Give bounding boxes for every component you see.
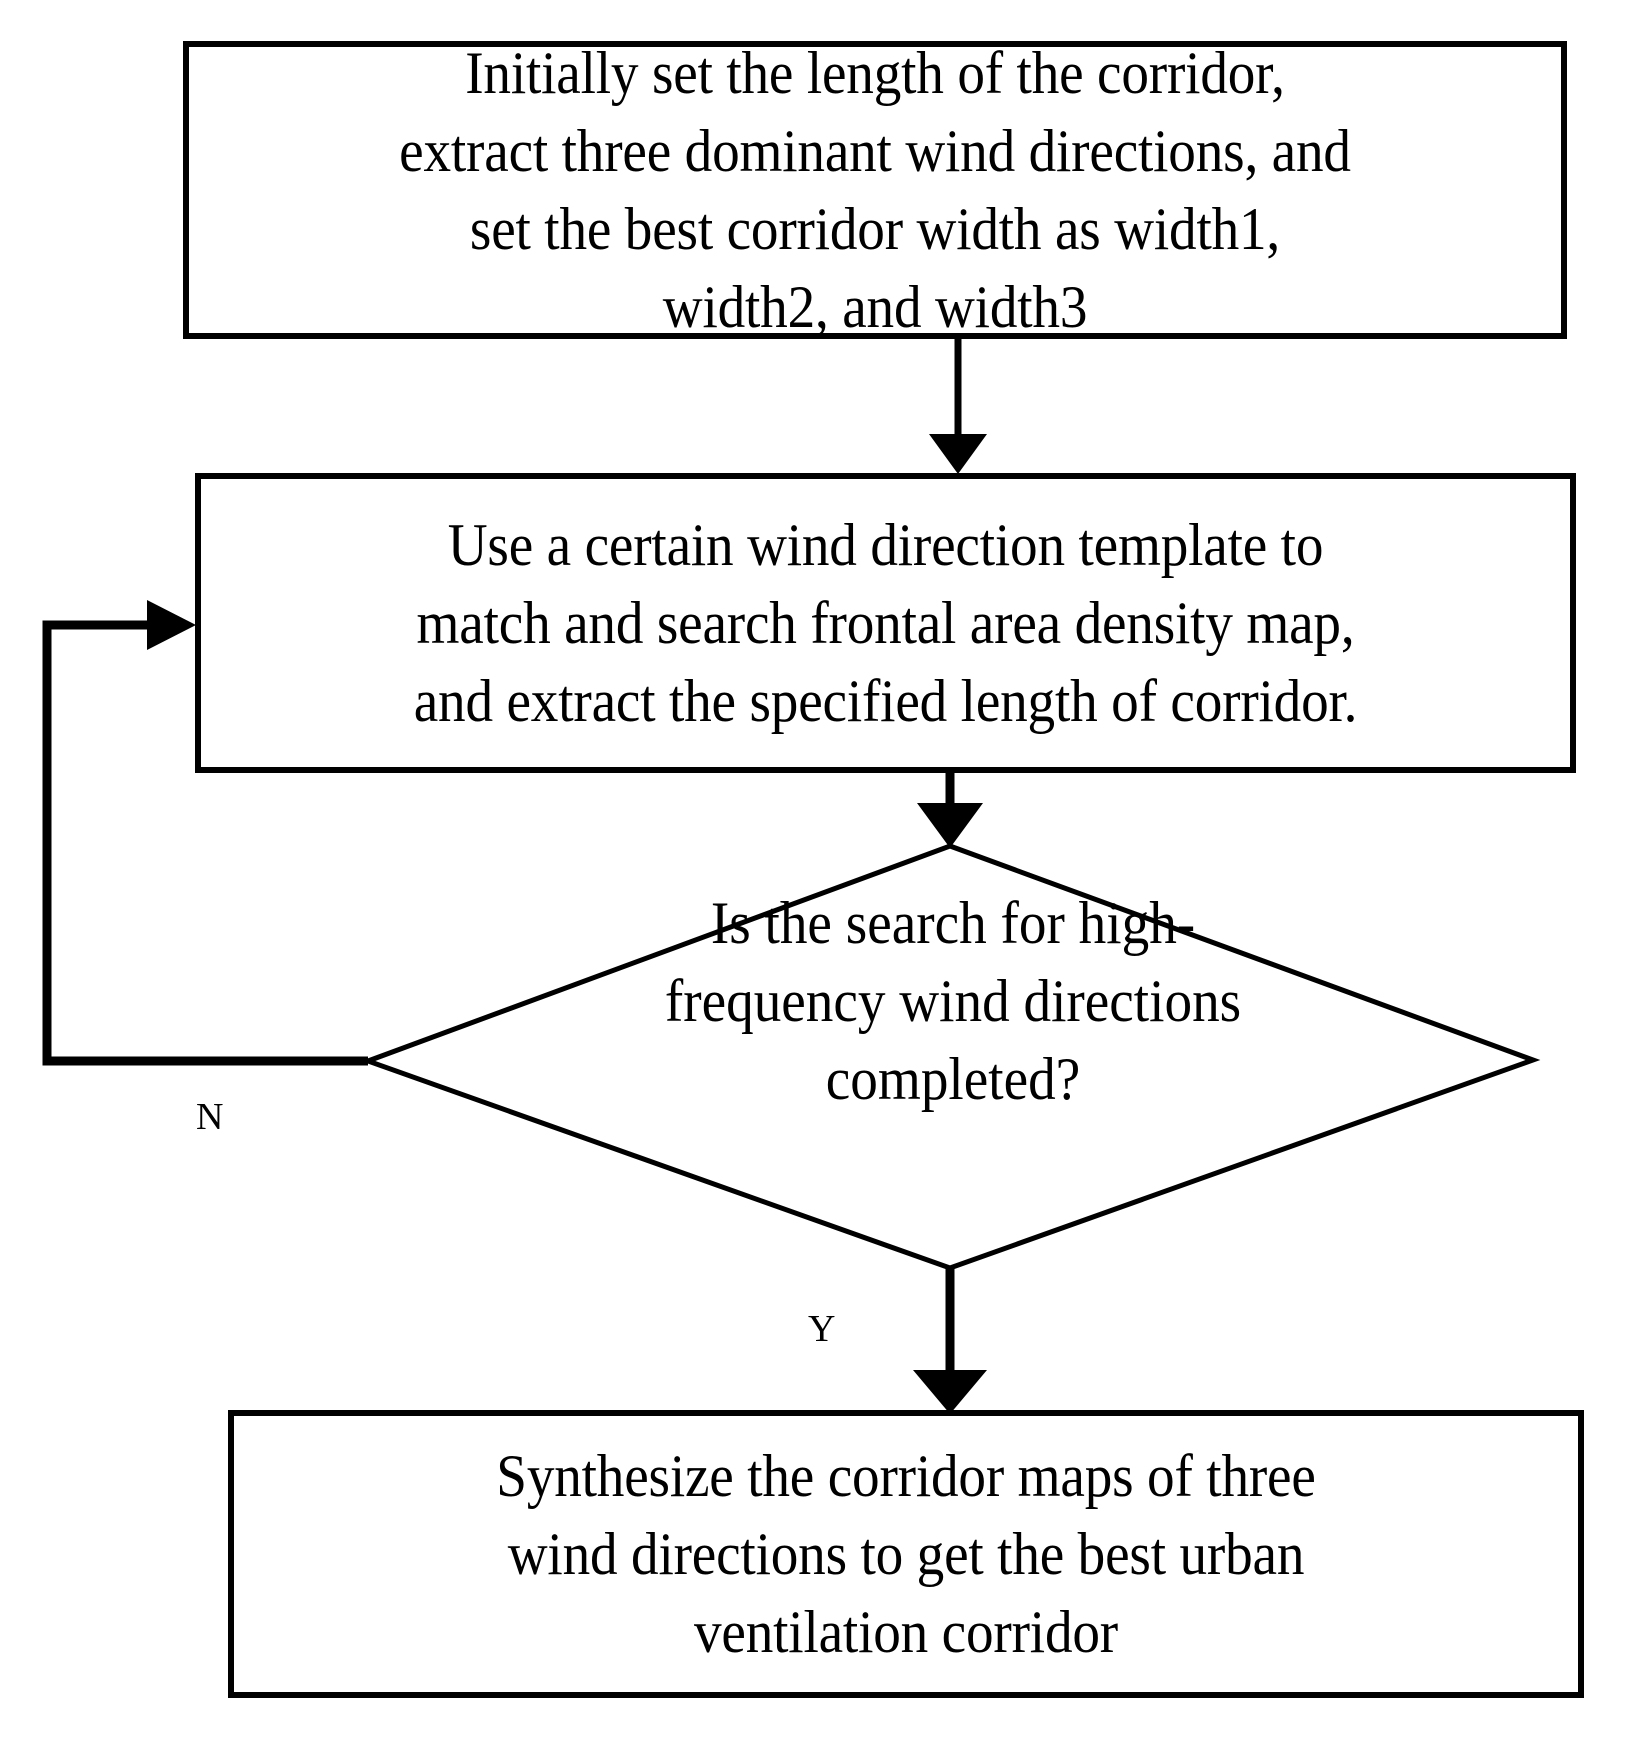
arrow-initial-to-search bbox=[929, 339, 987, 474]
process-node-initial-setup-text: Initially set the length of the corridor… bbox=[399, 40, 1351, 340]
process-node-template-search-text: Use a certain wind direction template to… bbox=[413, 512, 1358, 734]
decision-node-search-complete: Is the search for high- frequency wind d… bbox=[368, 846, 1533, 1270]
decision-node-search-complete-text: Is the search for high- frequency wind d… bbox=[664, 890, 1242, 1112]
process-node-template-search: Use a certain wind direction template to… bbox=[195, 473, 1576, 773]
process-node-synthesize-result: Synthesize the corridor maps of three wi… bbox=[228, 1410, 1584, 1698]
edge-label-no: N bbox=[196, 1096, 224, 1138]
arrow-decision-yes-to-result bbox=[913, 1268, 987, 1414]
edge-label-yes: Y bbox=[808, 1308, 836, 1350]
arrow-search-to-decision bbox=[917, 772, 983, 848]
process-node-synthesize-result-text: Synthesize the corridor maps of three wi… bbox=[496, 1443, 1316, 1665]
arrow-decision-no-loop bbox=[42, 600, 368, 1066]
process-node-initial-setup: Initially set the length of the corridor… bbox=[183, 40, 1567, 340]
